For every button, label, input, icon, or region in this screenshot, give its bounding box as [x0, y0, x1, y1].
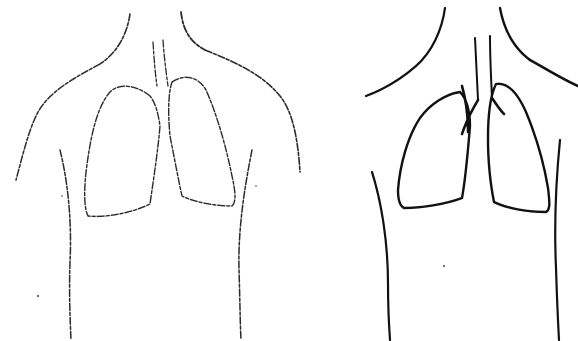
right-figure-shoulder-left	[366, 66, 416, 96]
right-figure-left-lung	[488, 84, 549, 212]
right-torso-figure	[366, 8, 578, 340]
speck	[443, 265, 445, 267]
speck	[61, 195, 63, 197]
left-figure-trachea	[153, 40, 168, 86]
speck	[255, 185, 257, 187]
right-figure-torso-side-right	[555, 140, 560, 340]
scan-specks	[37, 185, 445, 297]
left-figure-shoulder-right	[205, 50, 300, 172]
left-figure-torso-side-right	[239, 150, 252, 340]
right-figure-neck-right	[500, 8, 530, 60]
left-figure-neck-left	[100, 14, 130, 64]
left-figure-right-lung	[85, 86, 160, 216]
right-figure-right-lung	[398, 92, 470, 208]
right-figure-torso-side-left	[372, 172, 390, 340]
right-figure-shoulder-right	[530, 60, 578, 86]
left-figure-left-lung	[169, 77, 235, 206]
left-figure-torso-side-left	[60, 150, 71, 340]
left-figure-neck-right	[181, 12, 205, 50]
speck	[37, 295, 39, 297]
right-figure-trachea	[475, 36, 492, 100]
right-figure-neck-left	[416, 8, 445, 66]
left-torso-figure	[16, 12, 300, 340]
